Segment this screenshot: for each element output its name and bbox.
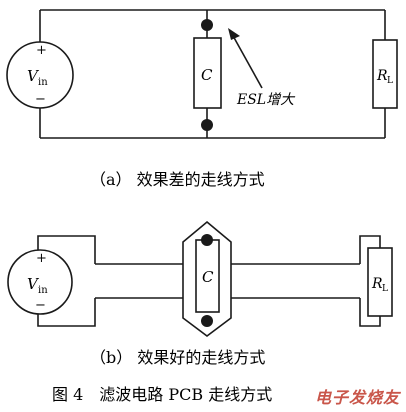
b-voltage-source-icon	[7, 249, 73, 315]
a-voltage-source-icon	[6, 41, 74, 109]
a-source-label: V	[27, 67, 40, 85]
a-source-plus: +	[36, 43, 47, 58]
b-junction-dot-top	[201, 234, 213, 246]
watermark-logo: 电子发烧友	[314, 388, 400, 407]
b-load-label: R	[371, 276, 383, 292]
circuit-a: + − V in C R L ESL增大	[6, 9, 398, 139]
b-load-subscript: L	[382, 284, 388, 294]
a-capacitor-icon	[193, 37, 222, 109]
a-junction-dot-top	[201, 19, 213, 31]
b-load-trace	[359, 235, 381, 327]
a-esl-annotation: ESL增大	[236, 92, 296, 108]
caption-a: （a） 效果差的走线方式	[90, 170, 265, 189]
a-capacitor-label: C	[201, 66, 213, 84]
a-load-subscript: L	[387, 76, 393, 86]
b-source-subscript: in	[38, 285, 48, 296]
b-source-trace	[37, 235, 96, 327]
a-load-label: R	[376, 68, 388, 84]
a-junction-dot-bottom	[201, 119, 213, 131]
b-source-label: V	[27, 275, 40, 293]
a-esl-arrow-head-icon	[228, 28, 240, 40]
a-source-minus: −	[35, 92, 46, 107]
a-esl-arrow-line	[231, 33, 263, 89]
a-source-subscript: in	[38, 77, 48, 88]
caption-b: （b） 效果好的走线方式	[90, 348, 265, 367]
b-source-plus: +	[36, 251, 47, 266]
circuit-b: + − V in C R L	[7, 220, 393, 337]
b-capacitor-label: C	[202, 268, 214, 286]
b-source-minus: −	[35, 298, 46, 313]
b-junction-dot-bottom	[201, 315, 213, 327]
figure-caption: 图 4 滤波电路 PCB 走线方式	[52, 385, 272, 404]
b-load-resistor-icon	[367, 247, 393, 317]
a-load-resistor-icon	[372, 39, 398, 109]
